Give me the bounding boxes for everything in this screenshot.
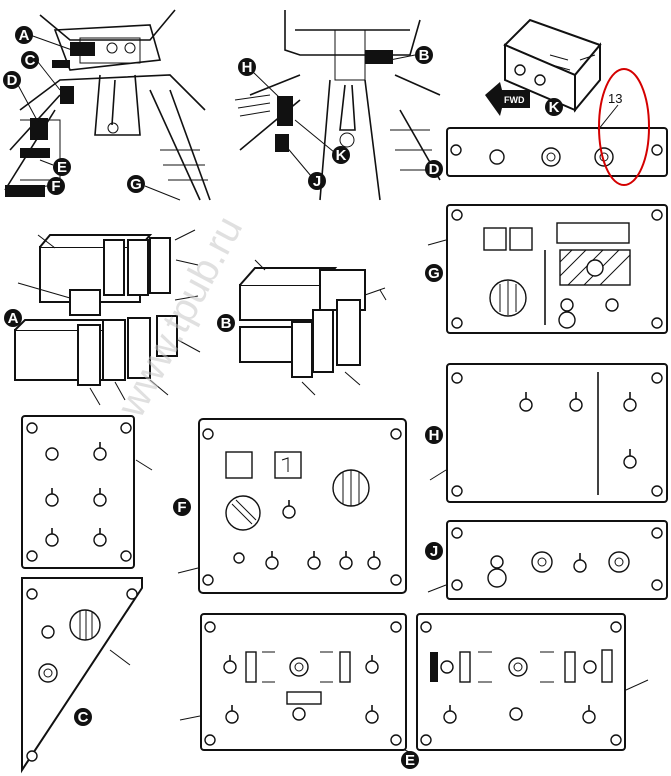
svg-text:H: H bbox=[242, 59, 253, 76]
svg-text:D: D bbox=[429, 161, 440, 178]
badge-j-top: J bbox=[284, 144, 326, 190]
svg-text:F: F bbox=[177, 499, 186, 516]
svg-text:B: B bbox=[419, 47, 430, 64]
badge-h-panel: H bbox=[425, 426, 443, 444]
panel-e-left bbox=[179, 613, 407, 751]
badge-e-panel: E bbox=[401, 749, 419, 769]
badge-e-top: E bbox=[39, 158, 71, 176]
svg-text:E: E bbox=[405, 752, 415, 769]
panel-c bbox=[21, 577, 143, 774]
svg-text:G: G bbox=[428, 265, 440, 282]
svg-text:H: H bbox=[429, 427, 440, 444]
panel-c-upper bbox=[21, 415, 153, 569]
badge-b-top: B bbox=[389, 46, 433, 64]
equipment-rack-a bbox=[14, 229, 201, 406]
svg-text:G: G bbox=[130, 176, 142, 193]
svg-text:K: K bbox=[549, 99, 560, 116]
svg-text:A: A bbox=[8, 310, 19, 327]
cockpit-center-view bbox=[234, 10, 441, 201]
svg-text:C: C bbox=[78, 709, 89, 726]
badge-h-top: H bbox=[238, 58, 283, 101]
badge-k-box: K bbox=[545, 98, 563, 116]
badge-k-top: K bbox=[294, 119, 350, 164]
badge-f-top: F bbox=[29, 177, 65, 195]
panel-h bbox=[429, 363, 668, 503]
svg-text:13: 13 bbox=[608, 91, 622, 106]
callout-13: 13 bbox=[597, 68, 650, 186]
badge-c-top: C bbox=[21, 51, 61, 91]
badge-d-top: D bbox=[3, 71, 39, 123]
svg-text:F: F bbox=[51, 178, 60, 195]
badge-b-rack: B bbox=[217, 314, 235, 332]
badge-c-panel: C bbox=[74, 708, 92, 726]
svg-text:A: A bbox=[19, 27, 30, 44]
panel-g bbox=[427, 204, 668, 334]
component-box-k: FWD bbox=[485, 18, 602, 116]
badge-g-panel: G bbox=[425, 264, 443, 282]
svg-text:FWD: FWD bbox=[504, 95, 525, 105]
svg-text:C: C bbox=[25, 52, 36, 69]
badge-g-top: G bbox=[127, 175, 181, 201]
svg-text:E: E bbox=[57, 159, 67, 176]
svg-text:K: K bbox=[336, 147, 347, 164]
badge-d-panel: D bbox=[425, 160, 443, 178]
panel-e-right bbox=[416, 613, 649, 751]
badge-f-panel: F bbox=[173, 498, 191, 516]
svg-text:D: D bbox=[7, 72, 18, 89]
panel-d bbox=[446, 127, 668, 177]
panel-j bbox=[427, 520, 668, 600]
badge-j-panel: J bbox=[425, 542, 443, 560]
equipment-rack-b bbox=[239, 259, 387, 396]
svg-text:J: J bbox=[313, 173, 321, 190]
svg-text:B: B bbox=[221, 315, 232, 332]
panel-f bbox=[177, 418, 407, 594]
cockpit-left-view bbox=[4, 9, 211, 201]
svg-text:J: J bbox=[430, 543, 438, 560]
badge-a-top: A bbox=[15, 26, 73, 51]
badge-a-rack: A bbox=[4, 309, 22, 327]
